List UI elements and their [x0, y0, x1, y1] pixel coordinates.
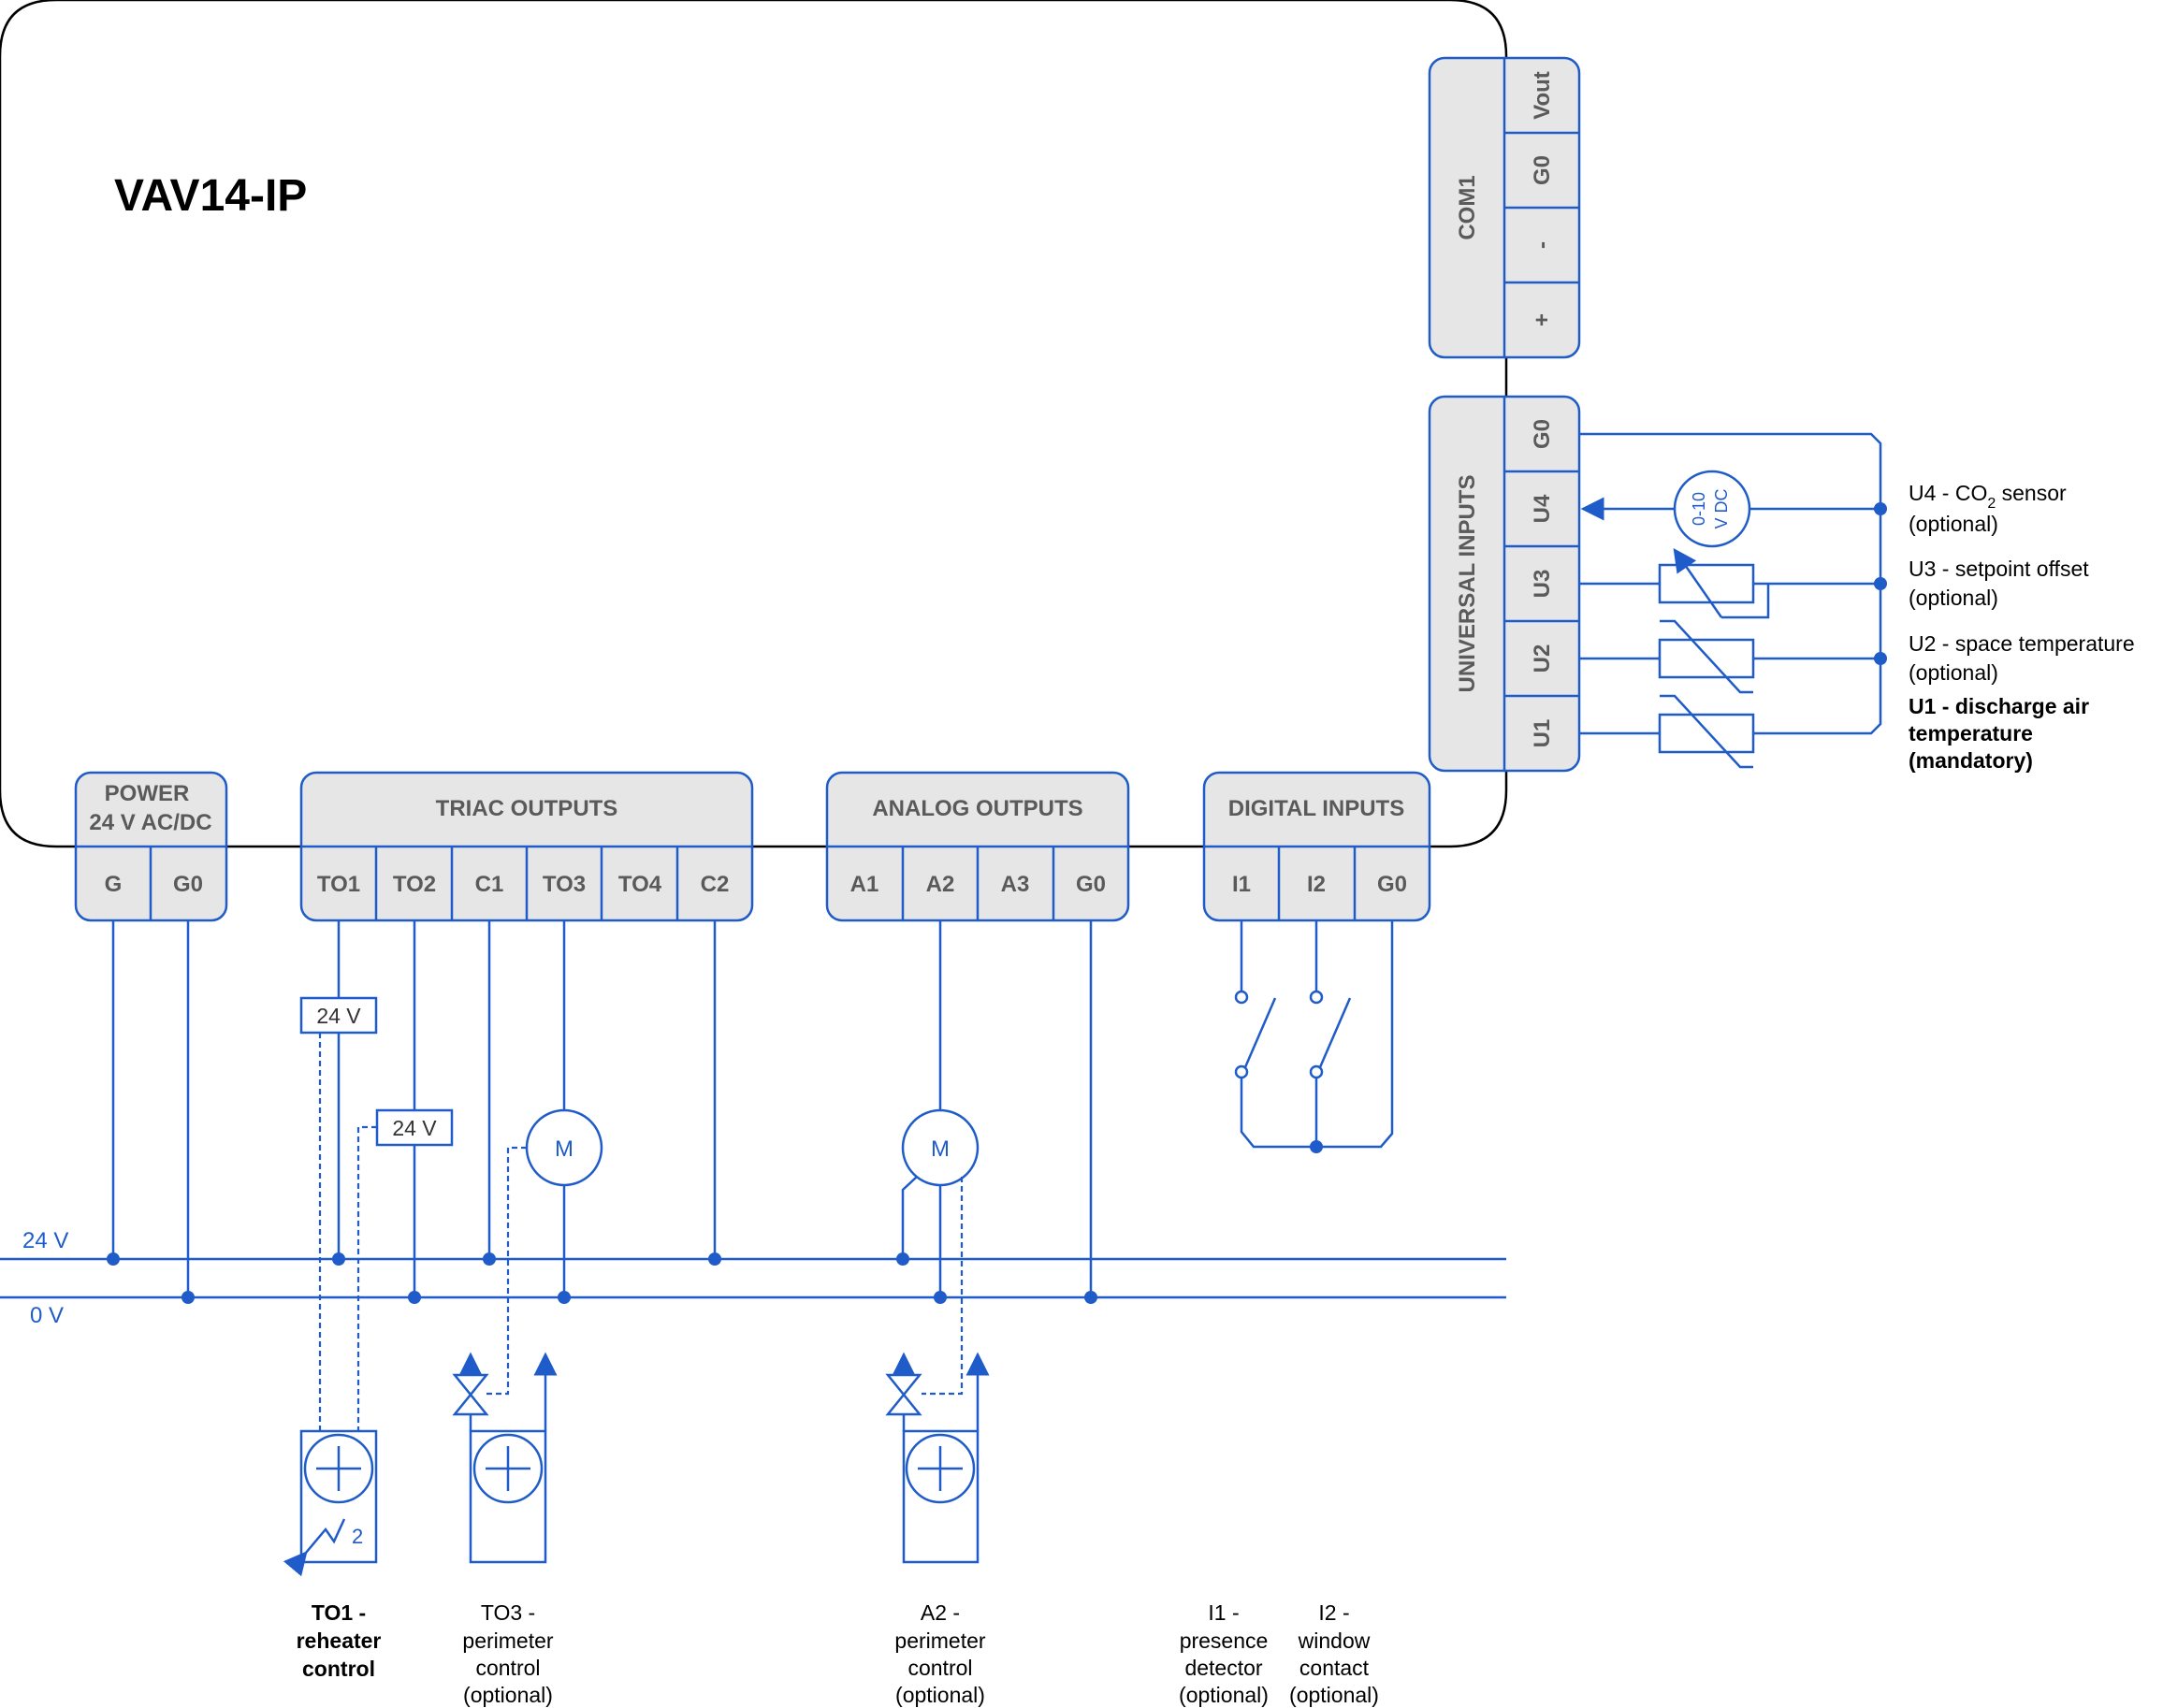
power-header: POWER: [105, 781, 190, 806]
terminal-analog-g0: G0: [1076, 872, 1106, 897]
to1-caption-3: control: [302, 1657, 375, 1681]
u1-mandatory: (mandatory): [1909, 748, 2033, 773]
device-title: VAV14-IP: [114, 171, 307, 221]
motor-a2-label: M: [931, 1136, 950, 1162]
digital-switches: [1234, 920, 1394, 1153]
coil-to3: [469, 1429, 547, 1564]
motor-to3: M: [525, 1108, 603, 1187]
com1-header: COM1: [1455, 175, 1480, 239]
terminal-a1: A1: [850, 872, 879, 897]
com1-block: COM1 Vout G0 - +: [1428, 56, 1581, 359]
terminal-com1-plus: +: [1530, 313, 1555, 326]
terminal-power-g0: G0: [173, 872, 203, 897]
universal-inputs-block: UNIVERSAL INPUTS G0 U4 U3 U2 U1: [1428, 395, 1581, 773]
terminal-a2: A2: [926, 872, 955, 897]
u3-label: U3 - setpoint offset: [1909, 557, 2089, 581]
co2-sensor-unit: V DC: [1712, 488, 1731, 528]
i1-caption-2: presence: [1180, 1628, 1269, 1653]
digital-header: DIGITAL INPUTS: [1228, 796, 1404, 821]
rail-0v-label: 0 V: [30, 1303, 64, 1328]
terminal-power-g: G: [105, 872, 123, 897]
rail-24v-label: 24 V: [22, 1228, 68, 1253]
terminal-to1: TO1: [317, 872, 360, 897]
u4-optional: (optional): [1909, 512, 1998, 536]
i1-caption-3: detector: [1184, 1656, 1262, 1680]
terminal-to4: TO4: [618, 872, 662, 897]
valve-to3: [452, 1352, 558, 1431]
terminal-to3: TO3: [543, 872, 586, 897]
terminal-u2: U2: [1530, 644, 1555, 673]
universal-header: UNIVERSAL INPUTS: [1455, 475, 1480, 693]
terminal-com1-minus: -: [1530, 241, 1555, 249]
i1-caption-4: (optional): [1179, 1683, 1269, 1707]
a2-caption-2: perimeter: [894, 1628, 985, 1653]
triac-header: TRIAC OUTPUTS: [436, 796, 618, 821]
coil-a2: [902, 1429, 980, 1564]
terminal-i1: I1: [1232, 872, 1251, 897]
terminal-to2: TO2: [393, 872, 436, 897]
u4-label: U4 - CO2 sensor: [1909, 481, 2067, 512]
terminal-digital-g0: G0: [1377, 872, 1407, 897]
power-rails: 24 V 0 V: [0, 1228, 1506, 1328]
motor-a2: M: [901, 1108, 980, 1187]
i1-caption-1: I1 -: [1208, 1600, 1239, 1625]
to1-caption-2: reheater: [297, 1628, 382, 1653]
i2-caption-3: contact: [1299, 1656, 1370, 1680]
terminal-u3: U3: [1530, 570, 1555, 599]
heater-stage-label: 2: [352, 1525, 363, 1548]
power-block: POWER 24 V AC/DC G G0: [74, 771, 228, 922]
u3-optional: (optional): [1909, 586, 1998, 610]
u1-label: U1 - discharge air: [1909, 694, 2089, 718]
terminal-com1-g0: G0: [1530, 155, 1555, 185]
transformer-2-label: 24 V: [392, 1116, 437, 1140]
i2-caption-2: window: [1298, 1628, 1371, 1653]
digital-inputs-block: DIGITAL INPUTS I1 I2 G0: [1202, 771, 1431, 922]
i2-caption-1: I2 -: [1318, 1600, 1349, 1625]
a2-caption-3: control: [907, 1656, 972, 1680]
u2-label: U2 - space temperature: [1909, 631, 2135, 656]
a2-caption-1: A2 -: [921, 1600, 960, 1625]
motor-to3-label: M: [555, 1136, 573, 1162]
u1-label-2: temperature: [1909, 721, 2033, 745]
u2-optional: (optional): [1909, 660, 1998, 685]
output-captions: TO1 - reheater control TO3 - perimeter c…: [297, 1600, 1379, 1707]
analog-header: ANALOG OUTPUTS: [872, 796, 1082, 821]
a2-caption-4: (optional): [895, 1683, 985, 1707]
to1-caption-1: TO1 -: [312, 1600, 366, 1625]
terminal-u4: U4: [1530, 494, 1555, 523]
terminal-u1: U1: [1530, 719, 1555, 748]
universal-input-labels: U4 - CO2 sensor (optional) U3 - setpoint…: [1909, 481, 2135, 773]
to3-caption-3: control: [475, 1656, 540, 1680]
to3-caption-4: (optional): [463, 1683, 553, 1707]
terminal-a3: A3: [1001, 872, 1030, 897]
i2-caption-4: (optional): [1289, 1683, 1379, 1707]
reheater-coil: 2: [283, 1429, 378, 1577]
terminal-c2: C2: [701, 872, 730, 897]
discharge-air-sensor: [1658, 713, 1755, 754]
valve-a2: [885, 1352, 990, 1431]
triac-outputs-block: TRIAC OUTPUTS TO1 TO2 C1 TO3 TO4 C2: [299, 771, 754, 922]
space-temperature-sensor: [1658, 638, 1755, 679]
analog-outputs-block: ANALOG OUTPUTS A1 A2 A3 G0: [825, 771, 1130, 922]
terminal-i2: I2: [1307, 872, 1326, 897]
co2-sensor-range: 0-10: [1690, 492, 1708, 526]
terminal-vout: Vout: [1530, 71, 1555, 120]
power-header-voltage: 24 V AC/DC: [89, 810, 211, 835]
to3-caption-1: TO3 -: [481, 1600, 535, 1625]
controller-body: [0, 0, 1508, 848]
transformer-1-label: 24 V: [316, 1004, 361, 1028]
terminal-uni-g0: G0: [1530, 419, 1555, 449]
terminal-c1: C1: [475, 872, 504, 897]
transformer-1: [299, 996, 378, 1035]
to3-caption-2: perimeter: [462, 1628, 553, 1653]
